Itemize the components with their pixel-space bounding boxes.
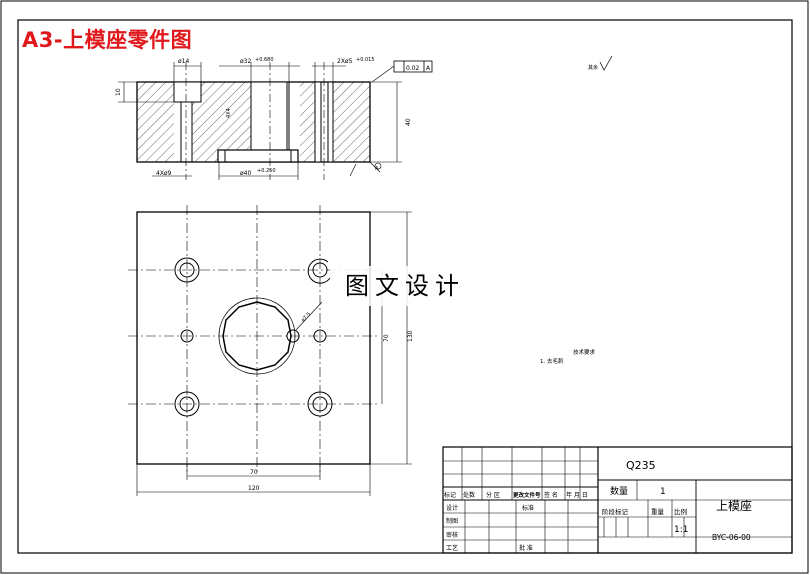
part-name: 上模座 [716, 498, 752, 513]
dim-d32: ø32 [240, 58, 251, 65]
dim-d14: ø14 [178, 58, 189, 65]
tb-col-1: 处数 [463, 491, 475, 499]
section-dimension-labels: ø14 ø32 +0.680 2Xø5 +0.015 10 40 4Xø9 ø4… [115, 57, 598, 177]
title-block [442, 446, 793, 554]
dim-r-note: ø7.5 [300, 311, 312, 323]
approve-label: 批 准 [519, 544, 533, 552]
section-view [118, 60, 433, 180]
material: Q235 [626, 459, 656, 472]
tolerance-value: 0.02 [406, 65, 420, 72]
tolerance-datum: A [426, 65, 431, 72]
tb-col-5: 年 月 日 [566, 491, 588, 499]
qty-value: 1 [660, 487, 666, 497]
standardize-label: 标准 [522, 504, 534, 512]
scale-label: 比例 [674, 507, 687, 516]
design-label: 设计 [446, 504, 458, 512]
qty-label: 数量 [610, 485, 628, 497]
drafting-label: 制图 [446, 517, 458, 525]
tb-col-4: 签 名 [544, 491, 558, 499]
surface-note: 其余 [588, 64, 598, 71]
tech-item-1: 1. 去毛刺 [540, 357, 564, 365]
watermark: 图文设计 [330, 266, 480, 306]
dim-d32-tol: +0.680 [255, 57, 274, 63]
roughness-icon [599, 55, 613, 71]
weight-label: 重量 [651, 508, 665, 516]
dim-h130: 130 [407, 330, 414, 342]
dim-4xd9: 4Xø9 [156, 170, 172, 177]
tb-col-0: 标记 [444, 491, 456, 499]
drawing-number: BYC-06-00 [712, 533, 751, 542]
review-label: 审核 [446, 531, 458, 539]
technical-requirements: 技术要求 1. 去毛刺 [540, 348, 596, 365]
dim-h40: 40 [405, 118, 412, 126]
process-label: 工艺 [446, 544, 458, 552]
tech-heading: 技术要求 [573, 348, 596, 356]
plan-dimension-labels: 70 120 70 130 ø7.5 [248, 311, 414, 492]
title-block-text: Q235 数量 1 上模座 阶段标记 重量 比例 1:1 BYC-06-00 标… [444, 459, 752, 552]
stage-label: 阶段标记 [602, 507, 629, 516]
dim-h10: 10 [115, 88, 122, 96]
dim-h70: 70 [383, 334, 390, 342]
chamfer-label: 4X4 [226, 108, 232, 118]
dim-d40-tol: +0.250 [257, 168, 276, 174]
dim-2xd5: 2Xø5 [337, 58, 353, 65]
dim-w70: 70 [250, 469, 258, 476]
dim-d40: ø40 [240, 170, 251, 177]
drawing-title: A3-上模座零件图 [22, 28, 193, 52]
dim-w120: 120 [248, 485, 260, 492]
dim-2xd5-tol: +0.015 [356, 57, 375, 63]
scale-value: 1:1 [674, 525, 688, 535]
tb-col-3: 更改文件号 [513, 491, 541, 499]
plan-view [128, 205, 412, 496]
tb-col-2: 分 区 [486, 491, 500, 499]
inner-border [17, 19, 793, 554]
datum-a-label: A [375, 166, 379, 172]
